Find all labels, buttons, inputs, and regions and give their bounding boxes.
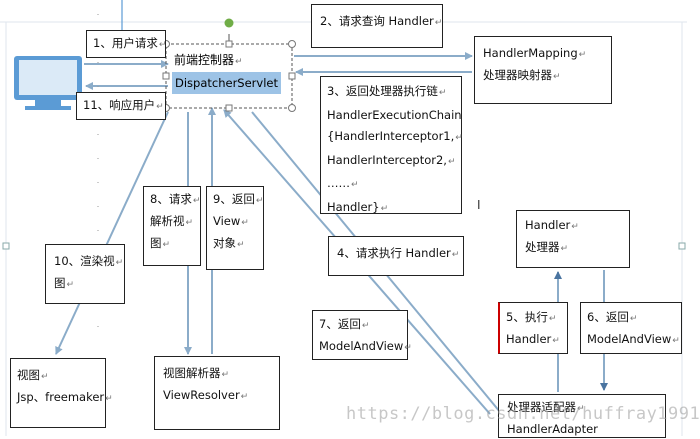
handler-class: Handler↵ <box>525 218 579 232</box>
return-view-object-label[interactable]: 9、返回↵ View↵ 对象↵ <box>206 186 264 270</box>
dispatcher-class-name: DispatcherServlet <box>172 72 281 94</box>
user-request-label[interactable]: 1、用户请求↵ <box>86 30 166 58</box>
render-view-line2: 图↵ <box>54 276 75 290</box>
return-modelandview-line1: 7、返回↵ <box>319 317 370 331</box>
page-handle-left <box>2 242 10 250</box>
return-modelandview-label[interactable]: 7、返回↵ ModelAndView↵ <box>312 310 412 360</box>
chain-class-name: HandlerExecutionChain <box>327 107 462 122</box>
return-modelandview-handler-label[interactable]: 6、返回↵ ModelAndView↵ <box>580 302 682 354</box>
handler-node[interactable]: Handler↵ 处理器↵ <box>516 210 630 268</box>
handler-mapping-node[interactable]: HandlerMapping↵ 处理器映射器↵ <box>474 36 612 104</box>
page-handle-right <box>678 242 686 250</box>
watermark: https://blog.csdn.net/huffray1991 <box>346 404 700 424</box>
chain-interceptor-2: HandlerInterceptor2,↵ <box>327 152 456 167</box>
chain-handler: Handler}↵ <box>327 199 389 214</box>
request-execute-handler-text: 4、请求执行 Handler↵ <box>337 246 460 260</box>
handler-adapter-desc: 处理器适配器↵ <box>507 400 585 414</box>
query-handler-text: 2、请求查询 Handler↵ <box>320 14 443 28</box>
dispatcher-title: 前端控制器↵ <box>174 53 243 67</box>
render-view-line1: 10、渲染视↵ <box>54 254 124 268</box>
user-request-text: 1、用户请求↵ <box>93 36 167 50</box>
text-cursor-icon: I <box>477 198 481 212</box>
view-resolver-desc: 视图解析器↵ <box>163 366 230 380</box>
arrow-render-view <box>55 111 169 355</box>
execute-handler-label[interactable]: 5、执行↵ Handler↵ <box>498 302 568 354</box>
resolve-view-request-label[interactable]: 8、请求↵ 解析视↵ 图↵ <box>143 186 201 266</box>
view-resolver-node[interactable]: 视图解析器↵ ViewResolver↵ <box>154 356 280 430</box>
return-view-line1: 9、返回↵ <box>213 192 264 206</box>
handler-adapter-class: HandlerAdapter <box>507 422 598 436</box>
handler-desc: 处理器↵ <box>525 240 569 254</box>
return-execution-chain-node[interactable]: 3、返回处理器执行链↵ HandlerExecutionChain {Handl… <box>320 76 463 214</box>
chain-interceptor-1: {HandlerInterceptor1,↵ <box>327 129 463 143</box>
request-execute-handler-label[interactable]: 4、请求执行 Handler↵ <box>328 236 464 276</box>
return-modelandview-line2: ModelAndView↵ <box>319 339 412 353</box>
view-node[interactable]: 视图↵ Jsp、freemaker↵ <box>10 358 113 428</box>
response-user-label[interactable]: 11、响应用户↵ <box>76 92 166 120</box>
handler-return-line1: 6、返回↵ <box>587 310 638 324</box>
selection-frame <box>162 18 296 112</box>
response-user-text: 11、响应用户↵ <box>83 98 164 112</box>
chain-ellipsis: ……↵ <box>327 176 359 190</box>
handler-return-line2: ModelAndView↵ <box>587 332 680 346</box>
return-view-line2: View↵ <box>213 214 249 228</box>
render-view-label[interactable]: 10、渲染视↵ 图↵ <box>45 244 125 304</box>
view-resolver-class: ViewResolver↵ <box>163 388 249 402</box>
monitor-icon <box>14 56 82 110</box>
view-title: 视图↵ <box>17 368 49 382</box>
execute-handler-line2: Handler↵ <box>506 332 560 346</box>
chain-step-title: 3、返回处理器执行链↵ <box>327 84 447 98</box>
resolve-view-line3: 图↵ <box>150 236 171 250</box>
handler-mapping-desc: 处理器映射器↵ <box>483 68 561 82</box>
dispatcher-servlet-node[interactable]: 前端控制器↵ DispatcherServlet <box>170 48 288 104</box>
resolve-view-line2: 解析视↵ <box>150 214 194 228</box>
view-technologies: Jsp、freemaker↵ <box>17 390 113 404</box>
query-handler-label[interactable]: 2、请求查询 Handler↵ <box>311 4 443 48</box>
handler-mapping-class: HandlerMapping↵ <box>483 46 587 60</box>
resolve-view-line1: 8、请求↵ <box>150 192 201 206</box>
execute-handler-line1: 5、执行↵ <box>506 310 557 324</box>
return-view-line3: 对象↵ <box>213 236 245 250</box>
handler-adapter-node[interactable]: 处理器适配器↵ HandlerAdapter <box>498 394 666 438</box>
